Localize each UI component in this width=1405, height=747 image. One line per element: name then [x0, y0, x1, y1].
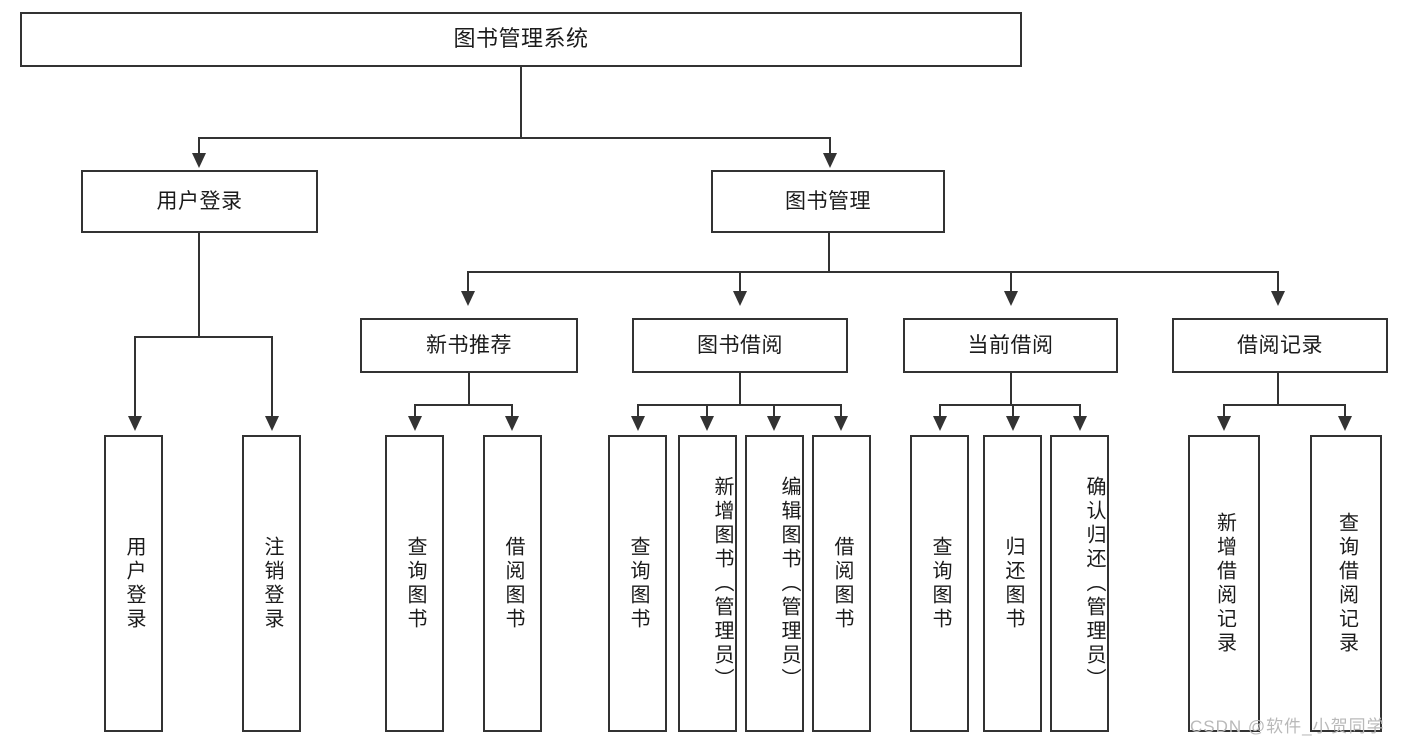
connector-book-management-bus	[467, 271, 1278, 273]
node-label: 图书管理系统	[453, 26, 589, 52]
leaf-borrow-books[interactable]: 借阅图书	[812, 435, 871, 732]
connector-br-to-query-record	[1344, 404, 1346, 418]
csdn-watermark: CSDN @软件_小贺同学	[1190, 717, 1385, 736]
node-label: 图书借阅	[697, 333, 783, 357]
connector-bb-to-query-books	[637, 404, 639, 418]
arrowhead-bm-to-current-borrow	[1004, 291, 1018, 306]
connector-root-bus	[198, 137, 830, 139]
connector-user-login-bus	[134, 336, 273, 338]
arrowhead-bb-to-edit-book	[767, 416, 781, 431]
leaf-confirm-return-admin[interactable]: 确认归还（管理员）	[1050, 435, 1109, 732]
arrowhead-nbr-to-borrow-books	[505, 416, 519, 431]
leaf-logout[interactable]: 注销登录	[242, 435, 301, 732]
leaf-edit-book-admin[interactable]: 编辑图书（管理员）	[745, 435, 804, 732]
node-current-borrow[interactable]: 当前借阅	[903, 318, 1118, 373]
node-label: 新增借阅记录	[1213, 511, 1236, 656]
connector-current-borrow-stem	[1010, 373, 1012, 405]
connector-user-login-to-logout-leaf	[271, 336, 273, 418]
node-root-library-management-system[interactable]: 图书管理系统	[20, 12, 1022, 67]
node-label: 归还图书	[1002, 535, 1024, 632]
leaf-add-book-admin[interactable]: 新增图书（管理员）	[678, 435, 737, 732]
leaf-user-login[interactable]: 用户登录	[104, 435, 163, 732]
node-borrow-record[interactable]: 借阅记录	[1172, 318, 1388, 373]
connector-new-book-recommend-bus	[414, 404, 513, 406]
node-label: 用户登录	[123, 535, 145, 632]
connector-book-management-stem	[828, 233, 830, 273]
node-label: 用户登录	[156, 189, 243, 213]
connector-nbr-to-query-books	[414, 404, 416, 418]
connector-bb-to-borrow-books	[840, 404, 842, 418]
connector-bb-to-edit-book	[773, 404, 775, 418]
connector-bm-to-book-borrow	[739, 271, 741, 293]
connector-borrow-record-stem	[1277, 373, 1279, 405]
node-label: 借阅记录	[1237, 333, 1323, 357]
arrowhead-root-to-book-management	[823, 153, 837, 168]
connector-nbr-to-borrow-books	[511, 404, 513, 418]
node-label: 新增图书（管理员）	[711, 475, 733, 692]
arrowhead-bb-to-add-book	[700, 416, 714, 431]
connector-root-to-user-login	[198, 137, 200, 155]
connector-current-borrow-bus	[939, 404, 1080, 406]
arrowhead-bm-to-book-borrow	[733, 291, 747, 306]
connector-bb-to-add-book	[706, 404, 708, 418]
leaf-query-books-current[interactable]: 查询图书	[910, 435, 969, 732]
node-label: 新书推荐	[426, 333, 512, 357]
connector-br-to-add-record	[1223, 404, 1225, 418]
connector-cb-to-query-books	[939, 404, 941, 418]
arrowhead-root-to-user-login	[192, 153, 206, 168]
node-label: 当前借阅	[967, 333, 1054, 357]
arrowhead-cb-to-return-books	[1006, 416, 1020, 431]
node-label: 查询图书	[929, 535, 951, 632]
leaf-add-borrow-record[interactable]: 新增借阅记录	[1188, 435, 1260, 732]
arrowhead-bb-to-borrow-books	[834, 416, 848, 431]
connector-bm-to-current-borrow	[1010, 271, 1012, 293]
connector-cb-to-confirm-return	[1079, 404, 1081, 418]
connector-bm-to-new-book-recommend	[467, 271, 469, 293]
leaf-query-borrow-record[interactable]: 查询借阅记录	[1310, 435, 1382, 732]
leaf-query-books-recommend[interactable]: 查询图书	[385, 435, 444, 732]
node-label: 查询图书	[404, 535, 426, 632]
node-label: 查询借阅记录	[1335, 511, 1358, 656]
arrowhead-user-login-to-logout-leaf	[265, 416, 279, 431]
arrowhead-bm-to-new-book-recommend	[461, 291, 475, 306]
arrowhead-cb-to-query-books	[933, 416, 947, 431]
connector-new-book-recommend-stem	[468, 373, 470, 405]
leaf-borrow-books-recommend[interactable]: 借阅图书	[483, 435, 542, 732]
connector-root-stem	[520, 67, 522, 138]
node-label: 查询图书	[627, 535, 649, 632]
connector-cb-to-return-books	[1012, 404, 1014, 418]
connector-root-to-book-management	[829, 137, 831, 155]
node-book-management[interactable]: 图书管理	[711, 170, 945, 233]
connector-book-borrow-stem	[739, 373, 741, 405]
node-label: 确认归还（管理员）	[1083, 475, 1105, 692]
node-label: 注销登录	[261, 535, 283, 632]
leaf-query-books-borrow[interactable]: 查询图书	[608, 435, 667, 732]
connector-user-login-stem	[198, 233, 200, 337]
node-user-login[interactable]: 用户登录	[81, 170, 318, 233]
node-label: 图书管理	[785, 189, 871, 213]
leaf-return-books[interactable]: 归还图书	[983, 435, 1042, 732]
arrowhead-user-login-to-login-leaf	[128, 416, 142, 431]
arrowhead-bm-to-borrow-record	[1271, 291, 1285, 306]
connector-borrow-record-bus	[1223, 404, 1346, 406]
arrowhead-cb-to-confirm-return	[1073, 416, 1087, 431]
connector-book-borrow-bus	[637, 404, 841, 406]
connector-user-login-to-login-leaf	[134, 336, 136, 418]
arrowhead-bb-to-query-books	[631, 416, 645, 431]
node-label: 借阅图书	[502, 535, 524, 632]
node-new-book-recommend[interactable]: 新书推荐	[360, 318, 578, 373]
arrowhead-br-to-query-record	[1338, 416, 1352, 431]
connector-bm-to-borrow-record	[1277, 271, 1279, 293]
node-label: 编辑图书（管理员）	[778, 475, 800, 692]
arrowhead-nbr-to-query-books	[408, 416, 422, 431]
node-label: 借阅图书	[831, 535, 853, 632]
node-book-borrow[interactable]: 图书借阅	[632, 318, 848, 373]
arrowhead-br-to-add-record	[1217, 416, 1231, 431]
